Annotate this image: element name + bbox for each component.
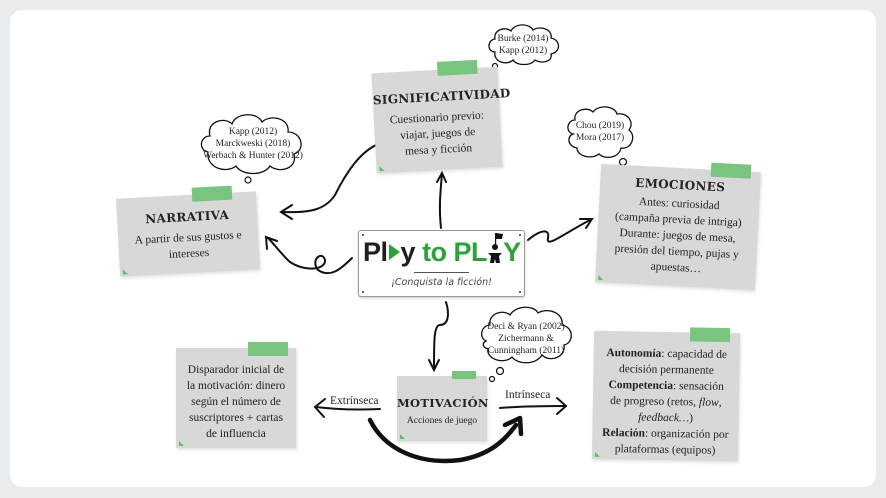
thought-cloud-icon	[480, 306, 572, 383]
citation: Kapp (2012)	[228, 127, 278, 137]
note-text: : organización por	[644, 427, 729, 442]
note-title: SIGNIFICATIVIDAD	[372, 86, 511, 108]
note-line: la motivación: dinero	[186, 380, 286, 392]
arrowhead-significatividad	[436, 170, 447, 183]
citation: Deci & Ryan (2002)	[487, 322, 565, 332]
arrowhead-motivacion	[428, 359, 440, 373]
arrow-intrinseca	[499, 405, 566, 409]
citation: Burke (2014)	[497, 34, 549, 44]
arrow-significatividad-narrativa	[281, 142, 382, 214]
note-text: ,	[718, 396, 722, 409]
tape	[436, 59, 478, 76]
tape	[452, 371, 476, 379]
cloud-emociones: Chou (2019) Mora (2017)	[565, 104, 635, 174]
arrowhead-intrinseca	[556, 397, 568, 415]
note-motivacion: MOTIVACIÓN Acciones de juego	[397, 371, 489, 441]
meeple-icon	[487, 233, 504, 263]
label-competencia: Competencia	[608, 378, 674, 393]
label-autonomia: Autonomía	[606, 346, 662, 360]
note-narrativa: NARRATIVA A partir de sus gustos e inter…	[116, 185, 260, 277]
arrowhead-emociones	[579, 218, 594, 229]
note-text: de progreso (retos,	[610, 395, 700, 409]
note-line: de influencia	[206, 428, 266, 440]
label-relacion: Relación	[602, 426, 646, 440]
citation: Cunningham (2011)	[487, 346, 565, 356]
citation: Kapp (2012)	[498, 46, 548, 56]
arrowhead-narrativa-top	[279, 204, 293, 220]
citation: Zichermann &	[498, 334, 554, 344]
label-extrinseca: Extrínseca	[330, 395, 379, 407]
cloud-motivacion: Deci & Ryan (2002) Zichermann & Cunningh…	[478, 303, 574, 383]
note-extrinseca: Disparador inicial de la motivación: din…	[176, 342, 296, 448]
note-text: )	[689, 412, 694, 425]
cloud-significatividad: Burke (2014) Kapp (2012)	[485, 22, 561, 78]
tape	[191, 185, 233, 202]
cloud-narrativa: Kapp (2012) Marckweski (2018) Werbach & …	[198, 110, 308, 184]
citation: Mora (2017)	[575, 133, 625, 143]
note-intrinseca: Autonomía: capacidad de decisión permane…	[591, 327, 741, 462]
logo-subtitle: ¡Conquista la ficción!	[391, 277, 492, 288]
arrow-logo-emociones	[527, 219, 591, 243]
note-text: : sensación	[672, 380, 724, 394]
tape	[248, 342, 288, 356]
arrow-logo-motivacion	[433, 301, 449, 369]
citation: Werbach & Hunter (2012)	[203, 151, 303, 161]
tape	[689, 327, 731, 343]
arrowhead-extrinseca	[313, 398, 326, 418]
play-triangle-icon	[388, 244, 400, 260]
note-line: suscriptores + cartas	[189, 412, 283, 424]
note-subtitle: Acciones de juego	[406, 416, 478, 426]
note-line: según el número de	[191, 396, 281, 408]
arrow-to-significatividad	[438, 173, 443, 229]
note-title: NARRATIVA	[144, 207, 230, 227]
note-title: MOTIVACIÓN	[397, 396, 489, 410]
note-line: Disparador inicial de	[187, 364, 285, 376]
note-text-italic: flow	[698, 396, 719, 409]
note-text-italic: feedback…	[638, 411, 690, 425]
note-line: plataformas (equipos)	[614, 443, 716, 457]
tape	[710, 162, 752, 179]
citation: Marckweski (2018)	[215, 139, 291, 149]
note-significatividad: SIGNIFICATIVIDAD Cuestionario previo: vi…	[371, 59, 511, 174]
citation: Chou (2019)	[575, 121, 625, 131]
note-emociones: EMOCIONES Antes: curiosidad (campaña pre…	[595, 162, 761, 291]
thought-cloud-icon	[200, 114, 302, 184]
arrow-extrinseca-to-intrinseca	[367, 417, 519, 464]
logo-divider	[414, 272, 469, 273]
arrow-extrinseca	[315, 406, 381, 411]
note-text: : capacidad de	[661, 347, 728, 362]
arrow-logo-narrativa	[267, 237, 353, 275]
arrowhead-narrativa-bottom	[264, 235, 278, 250]
arrowhead-big	[502, 415, 524, 437]
label-intrinseca: Intrínseca	[505, 389, 551, 401]
